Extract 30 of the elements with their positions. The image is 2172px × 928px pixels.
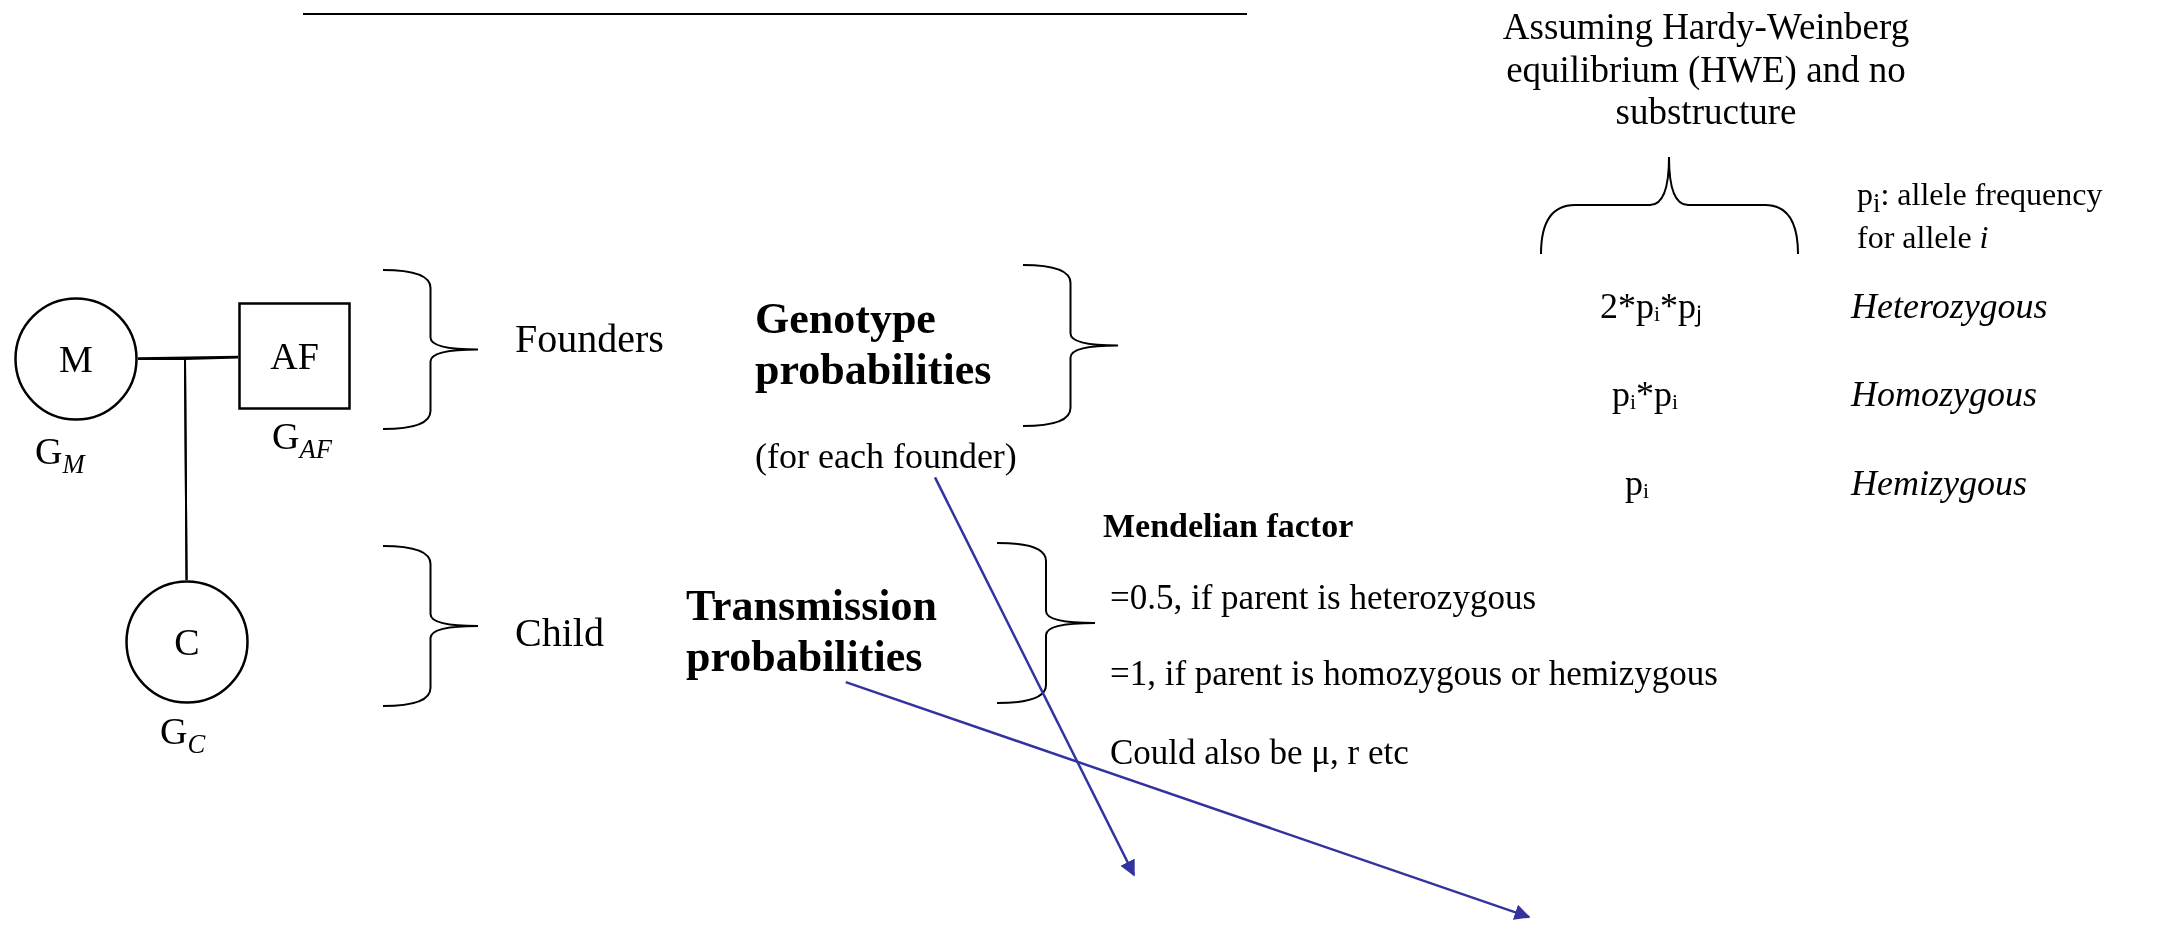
arrow [845,681,1531,920]
genotype-label: G$_{M}$ [35,430,85,480]
formula-text: pᵢ [1625,463,1649,505]
note-text: Could also be μ, r etc [1110,733,1409,774]
definition-text: p$_{i}$: allele frequency for allele i [1857,176,2104,256]
genotype-label: G$_{AF}$ [272,415,332,465]
condition-text: =0.5, if parent is heterozygous [1110,578,1536,619]
heading-text: Mendelian factor [1103,506,1354,546]
group-label: Founders [515,316,664,362]
heading-text: Transmission probabilities [686,581,1006,683]
genotype-type-label: Heterozygous [1851,286,2048,328]
condition-text: =1, if parent is homozygous or hemizygous [1110,654,1718,695]
node-label: AF [270,334,319,378]
formula-text: pᵢ*pᵢ [1612,374,1678,416]
pedigree-circle [14,297,138,421]
genotype-label: G$_{C}$ [160,710,206,760]
heading-text: Assuming Hardy-Weinberg equilibrium (HWE) and no substructure [1501,6,1911,134]
genotype-type-label: Homozygous [1851,374,2037,416]
heading-text: Genotype probabilities [755,294,993,396]
node-label: M [59,337,93,381]
pedigree-circle [125,580,249,704]
genotype-type-label: Hemizygous [1851,463,2027,505]
arrow [933,476,1136,877]
pedigree-square [238,302,351,410]
pedigree-line [137,355,239,360]
node-label: C [174,620,200,664]
group-label: Child [515,610,604,656]
pedigree-line [184,356,239,581]
note-text: (for each founder) [755,436,1115,478]
formula-text: 2*pᵢ*pⱼ [1600,286,1702,328]
